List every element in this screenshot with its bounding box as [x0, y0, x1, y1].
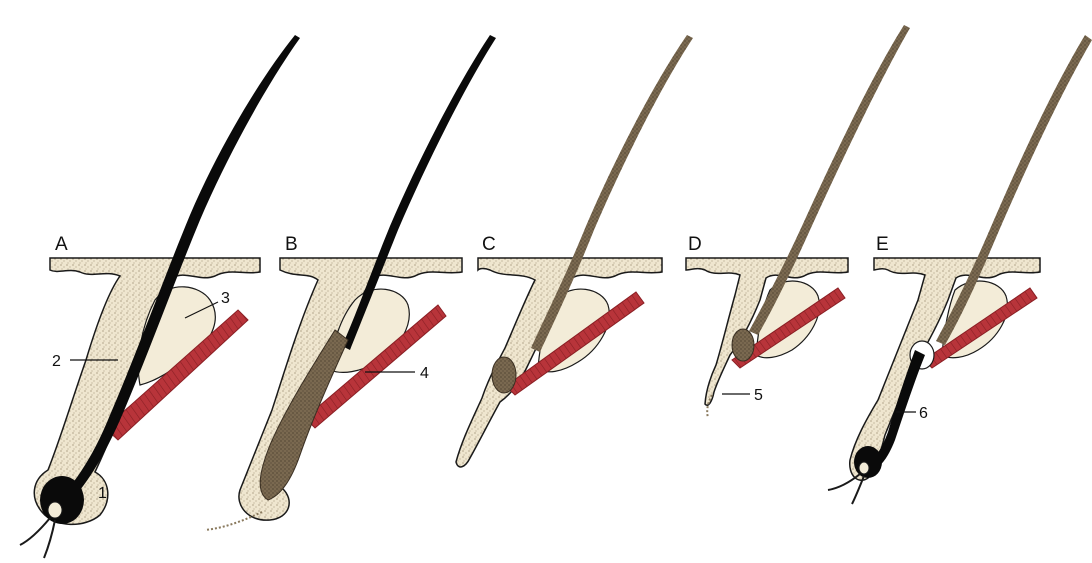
- hair-shaft: [531, 35, 693, 352]
- panel-letter-d: D: [688, 234, 702, 255]
- dermal-papilla: [859, 462, 869, 474]
- panel-d: D 5: [686, 25, 910, 418]
- hair-bulb: [40, 476, 84, 524]
- label-2: 2: [52, 353, 61, 370]
- club-hair: [732, 329, 754, 361]
- panel-letter-e: E: [876, 234, 889, 255]
- label-1: 1: [98, 485, 107, 502]
- dermal-papilla: [48, 502, 62, 518]
- label-5: 5: [754, 387, 763, 404]
- skin-surface: [850, 258, 1040, 480]
- panel-letter-c: C: [482, 234, 496, 255]
- hair-shaft: [342, 35, 496, 350]
- label-3: 3: [221, 290, 230, 307]
- label-4: 4: [420, 365, 429, 382]
- new-hair-bulb: [854, 446, 882, 478]
- panel-c: C: [456, 35, 693, 467]
- club-hair: [492, 357, 516, 393]
- label-6: 6: [919, 405, 928, 422]
- panel-letter-b: B: [285, 234, 298, 255]
- hair-shaft: [749, 25, 910, 335]
- vessel: [20, 518, 55, 558]
- panel-letter-a: A: [55, 234, 68, 255]
